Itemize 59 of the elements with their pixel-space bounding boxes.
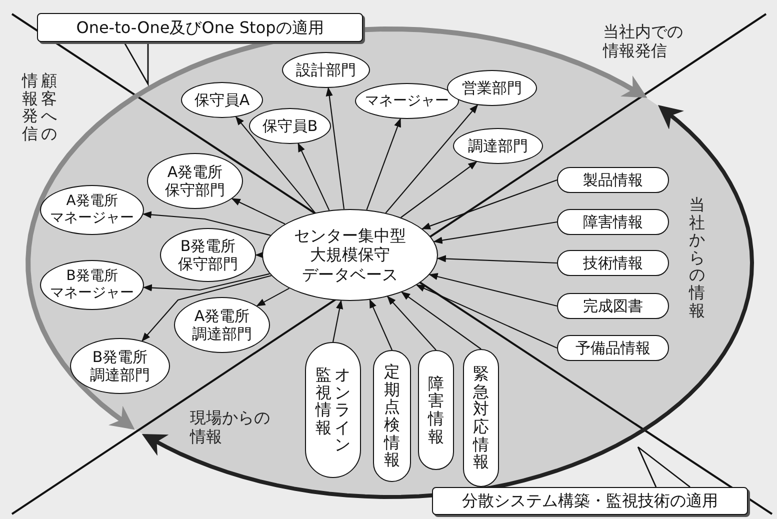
info-pill	[463, 349, 499, 487]
node-label: マネージャー	[365, 92, 449, 110]
info-pill	[557, 250, 669, 276]
node-label: オンライン監視情報	[316, 366, 350, 454]
node-label: A発電所マネージャー	[50, 193, 134, 227]
arrow	[369, 298, 392, 350]
node-label: 営業部門	[462, 79, 522, 97]
node-label: A発電所調達部門	[192, 307, 252, 343]
node-label: 障害情報	[428, 374, 444, 446]
region-label: 顧客への情報発信	[22, 72, 57, 142]
region-label: 当社からの情報	[689, 196, 705, 320]
arrow	[231, 198, 286, 224]
info-pill	[418, 350, 454, 470]
node-label: A発電所保守部門	[165, 163, 225, 199]
node-label: 保守員B	[262, 117, 318, 135]
arrow	[366, 118, 401, 210]
node-label: 定期点検情報	[384, 363, 400, 469]
info-pill	[557, 167, 669, 193]
arrow	[332, 300, 344, 342]
node-label: 完成図書	[583, 297, 643, 315]
arrow	[436, 255, 558, 264]
arrow	[428, 273, 558, 307]
arrow	[387, 296, 436, 350]
node-label: 技術情報	[583, 254, 643, 272]
node-label: センター集中型大規模保守データベース	[294, 226, 406, 284]
node-label: 予備品情報	[576, 339, 650, 357]
info-pill	[557, 209, 669, 235]
arrow	[401, 292, 482, 350]
node-label: B発電所調達部門	[90, 348, 150, 384]
arrow	[326, 87, 345, 210]
region-label: 当社内での情報発信	[603, 22, 683, 60]
arrow	[433, 221, 558, 244]
node-label: 製品情報	[583, 171, 643, 189]
node-label: 緊急対応情報	[473, 365, 489, 471]
arrow	[255, 251, 264, 259]
arrow	[385, 104, 478, 214]
arrow	[142, 273, 270, 292]
node-label: B発電所マネージャー	[50, 268, 134, 302]
node-label: 設計部門	[296, 61, 356, 79]
info-pill	[557, 335, 669, 361]
callout-box	[432, 487, 748, 515]
info-pill	[557, 293, 669, 319]
node-label: B発電所保守部門	[178, 237, 238, 273]
node-label: One-to-One及びOne Stopの適用	[76, 18, 324, 38]
node-label: 分散システム構築・監視技術の適用	[462, 491, 718, 511]
node-label: 調達部門	[468, 137, 528, 155]
arrow	[142, 211, 271, 236]
arrow	[421, 179, 558, 230]
arrow	[142, 275, 272, 342]
arrow	[298, 142, 330, 211]
info-pill	[373, 350, 411, 482]
arrow	[416, 284, 558, 348]
region-label: 現場からの情報	[190, 408, 270, 446]
arrow	[235, 116, 316, 214]
node-label: 保守員A	[194, 91, 250, 109]
arrow	[400, 161, 478, 218]
node-label: 障害情報	[583, 213, 643, 231]
callout-box	[37, 13, 363, 42]
arrow	[256, 288, 290, 306]
